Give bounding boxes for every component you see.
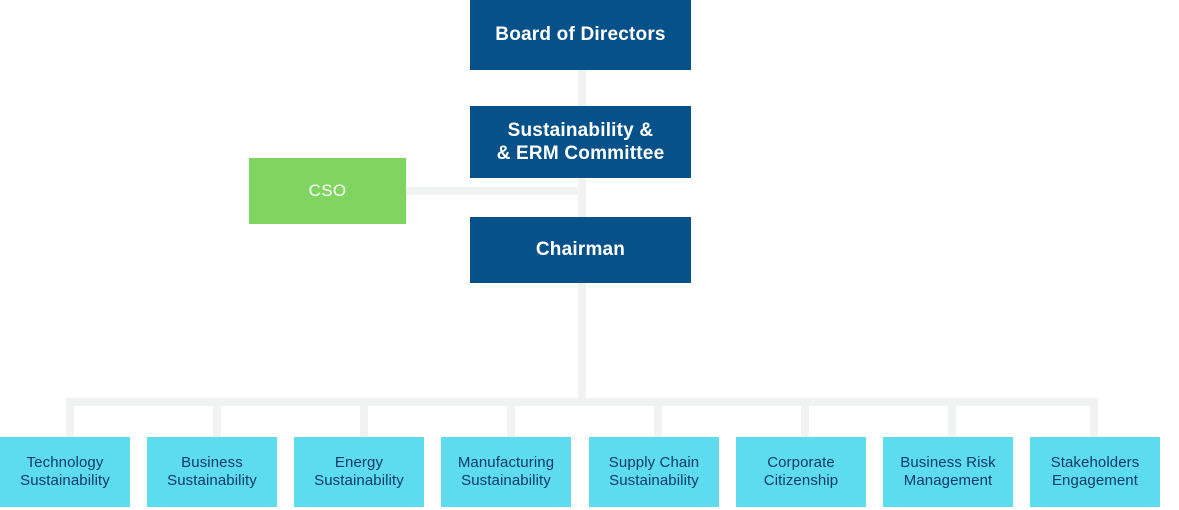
node-business-risk-management[interactable]: Business Risk Management bbox=[883, 437, 1013, 507]
connector-horizontal-bus bbox=[66, 398, 1098, 406]
node-cso-label: CSO bbox=[308, 180, 347, 200]
connector-stub-business bbox=[213, 398, 221, 437]
node-business-sustainability-label: Business Sustainability bbox=[167, 453, 257, 489]
connector-stub-technology bbox=[66, 398, 74, 437]
node-manufacturing-sustainability[interactable]: Manufacturing Sustainability bbox=[441, 437, 571, 507]
node-corporate-citizenship-label: Corporate Citizenship bbox=[763, 453, 839, 489]
node-stakeholders-engagement-label: Stakeholders Engagement bbox=[1050, 453, 1140, 489]
connector-stub-corporate-citizenship bbox=[801, 398, 809, 437]
node-corporate-citizenship[interactable]: Corporate Citizenship bbox=[736, 437, 866, 507]
node-business-risk-management-label: Business Risk Management bbox=[900, 453, 996, 489]
connector-cso-to-trunk bbox=[406, 187, 580, 195]
node-chairman-label: Chairman bbox=[535, 239, 626, 261]
node-technology-sustainability[interactable]: Technology Sustainability bbox=[0, 437, 130, 507]
node-business-sustainability[interactable]: Business Sustainability bbox=[147, 437, 277, 507]
connector-stub-supply-chain bbox=[654, 398, 662, 437]
node-sustainability-erm-committee-label: Sustainability & & ERM Committee bbox=[496, 119, 665, 164]
connector-stub-business-risk bbox=[948, 398, 956, 437]
connector-stub-energy bbox=[360, 398, 368, 437]
node-supply-chain-sustainability[interactable]: Supply Chain Sustainability bbox=[589, 437, 719, 507]
node-manufacturing-sustainability-label: Manufacturing Sustainability bbox=[457, 453, 555, 489]
connector-committee-to-chairman bbox=[578, 178, 586, 218]
connector-board-to-committee bbox=[578, 70, 586, 106]
node-supply-chain-sustainability-label: Supply Chain Sustainability bbox=[608, 453, 700, 489]
node-chairman[interactable]: Chairman bbox=[470, 217, 691, 283]
node-stakeholders-engagement[interactable]: Stakeholders Engagement bbox=[1030, 437, 1160, 507]
node-technology-sustainability-label: Technology Sustainability bbox=[20, 453, 110, 489]
connector-chairman-to-bus bbox=[578, 283, 586, 398]
node-board-of-directors[interactable]: Board of Directors bbox=[470, 0, 691, 70]
node-cso[interactable]: CSO bbox=[249, 158, 406, 224]
node-energy-sustainability[interactable]: Energy Sustainability bbox=[294, 437, 424, 507]
connector-stub-stakeholders bbox=[1090, 398, 1098, 437]
node-energy-sustainability-label: Energy Sustainability bbox=[314, 453, 404, 489]
connector-stub-manufacturing bbox=[507, 398, 515, 437]
node-board-of-directors-label: Board of Directors bbox=[495, 24, 666, 46]
node-sustainability-erm-committee[interactable]: Sustainability & & ERM Committee bbox=[470, 106, 691, 178]
